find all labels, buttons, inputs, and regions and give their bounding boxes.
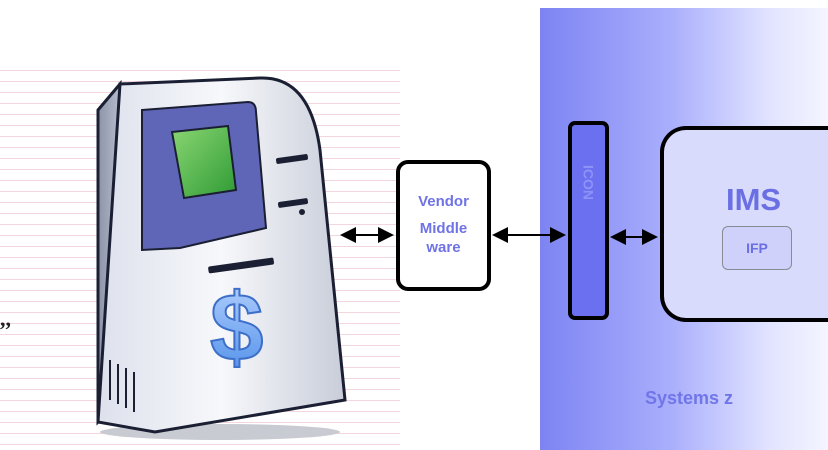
dollar-sign-icon: $ [210, 274, 263, 381]
icon-connector-bar: ICON [568, 121, 609, 320]
ifp-box: IFP [722, 226, 792, 270]
quote-mark: ,, [0, 306, 11, 331]
systems-z-label: Systems z [645, 388, 734, 408]
ims-box: IMS IFP [660, 126, 828, 322]
middle-label: Middle [419, 220, 468, 238]
vendor-middleware-box: Vendor Middle ware [396, 160, 491, 291]
ware-label: ware [426, 238, 461, 256]
atm-machine-icon: $ [96, 76, 347, 440]
icon-connector-label: ICON [580, 165, 597, 200]
ims-title: IMS [726, 182, 782, 217]
vendor-label: Vendor [418, 193, 469, 211]
